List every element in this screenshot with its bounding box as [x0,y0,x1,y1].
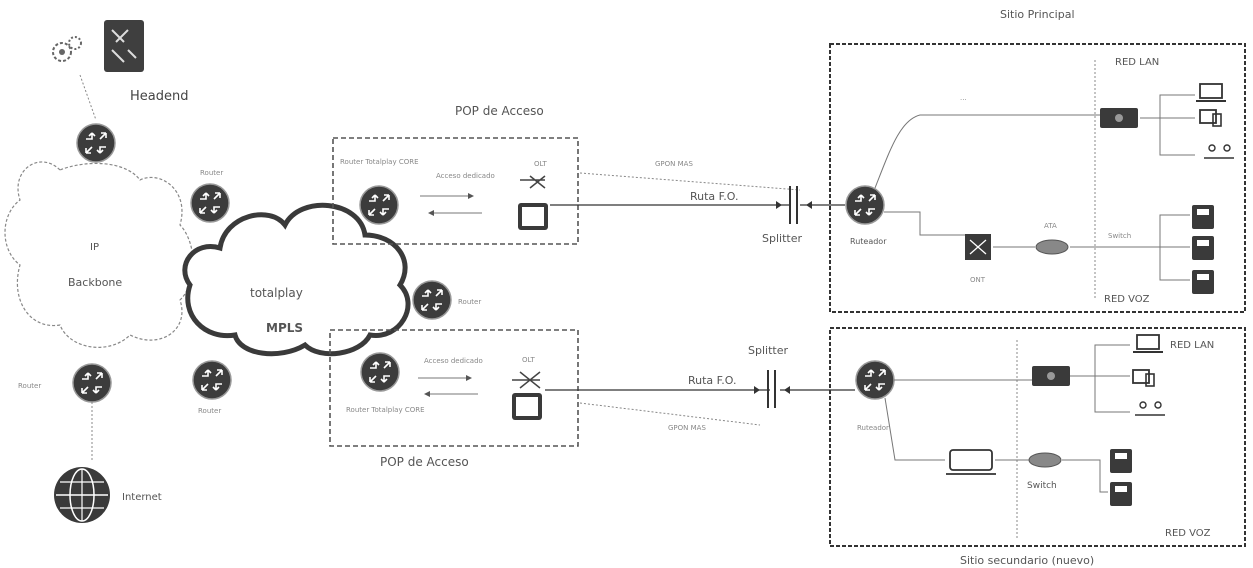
site-secondary-zone [829,327,1246,547]
router-mpls-top-label: Router [200,169,223,177]
site-secondary-voz-label: RED VOZ [1165,528,1211,539]
site-main-router [845,185,885,225]
fiber-bottom-splitter-label: Splitter [748,344,788,357]
site-main-title: Sitio Principal [1000,8,1075,21]
pop-top-olt-label: OLT [534,160,547,168]
router-mpls-right [412,280,452,320]
site-secondary-title: Sitio secundario (nuevo) [960,554,1094,567]
phone-icon-3 [1192,270,1214,294]
svg-text:...: ... [960,94,967,102]
server-rack-icon [104,20,144,72]
pop-bottom-link-label: Acceso dedicado [424,357,483,365]
router-mpls-top [190,183,230,223]
pop-top-zone [332,137,579,245]
pop-top-title: POP de Acceso [455,104,544,118]
site-secondary-router-label: Ruteador [857,424,889,432]
pop-bottom-gpon-label: GPON MAS [668,424,706,432]
site-secondary-lan-label: RED LAN [1170,340,1214,351]
pop-top-link-label: Acceso dedicado [436,172,495,180]
fiber-top-ruta-label: Ruta F.O. [690,190,738,203]
site-secondary-switch-label: Switch [1027,481,1057,491]
desktop-icon [1199,109,1222,127]
router-headend [76,123,116,163]
phone-icon-2 [1192,236,1214,260]
site-main-voz-label: RED VOZ [1104,294,1150,305]
internet-label: Internet [122,492,162,503]
router-mpls-right-label: Router [458,298,481,306]
site-main-ont-label: ONT [970,276,986,284]
pop-top-gpon-label: GPON MAS [655,160,693,168]
users-secondary-icon [1135,401,1165,416]
users-icon [1204,144,1234,159]
backbone-cloud [4,161,194,348]
mpls-brand-logo: totalplay [250,286,303,300]
site-main-zone [829,43,1246,313]
lan-switch-secondary-icon [1032,366,1070,386]
site-main-lan-label: RED LAN [1115,57,1159,68]
gear-icon [52,36,82,62]
pop-bottom-router-label: Router Totalplay CORE [346,406,425,414]
router-mpls-bottom-label: Router [198,407,221,415]
pop-top-router-label: Router Totalplay CORE [340,158,419,166]
laptop-icon [1196,83,1226,102]
laptop-secondary-icon [1133,334,1163,353]
ont-icon [965,234,991,260]
internet-globe-icon [54,467,110,523]
pop-bottom-zone [329,329,579,447]
mpls-label: MPLS [266,321,303,335]
pop-bottom-title: POP de Acceso [380,455,469,469]
backbone-label-line2: Backbone [68,276,122,289]
phone-secondary-icon-2 [1110,482,1132,506]
phone-icon-1 [1192,205,1214,229]
olt-bottom-icon [512,371,542,420]
ata-icon [1035,239,1069,255]
pop-bottom-router [360,352,400,392]
phone-secondary-icon-1 [1110,449,1132,473]
olt-icon [518,175,548,230]
pop-bottom-olt-label: OLT [522,356,535,364]
site-main-switch-label: Switch [1108,232,1131,240]
backbone-label-line1: IP [90,242,99,253]
headend-label: Headend [130,89,188,104]
lan-switch-icon [1100,108,1138,128]
desktop-secondary-icon [1132,369,1155,387]
router-internet [72,363,112,403]
splitter-bottom-icon [754,370,790,408]
site-main-router-label: Ruteador [850,237,887,246]
gateway-icon [946,449,996,475]
site-secondary-router [855,360,895,400]
mpls-cloud [182,202,411,357]
fiber-bottom-ruta-label: Ruta F.O. [688,374,736,387]
fiber-top-splitter-label: Splitter [762,232,802,245]
site-main-ata-label: ATA [1044,222,1057,230]
router-mpls-bottom [192,360,232,400]
pop-top-router [359,185,399,225]
router-internet-label: Router [18,382,41,390]
switch-secondary-icon [1028,452,1062,468]
